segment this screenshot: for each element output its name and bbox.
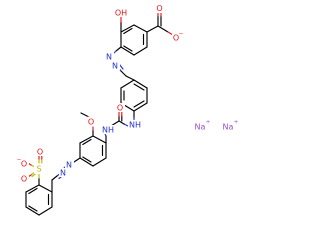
azo-n2-label: N xyxy=(112,62,118,71)
hydroxyl-label: OH xyxy=(115,9,127,18)
urea-o-label: O xyxy=(117,104,123,113)
salicylate-ring xyxy=(120,24,148,56)
sulfonate-charge: − xyxy=(17,158,22,164)
sulfonate-o1-label: O xyxy=(37,148,43,157)
sodium-ion-1-charge: + xyxy=(206,120,211,126)
sulfonate-s-label: S xyxy=(36,165,41,174)
methoxy-o-label: O xyxy=(88,118,94,127)
carbonyl-o-label: O xyxy=(156,4,162,13)
azo-n1-label: N xyxy=(106,53,112,62)
sodium-ion-1-label: Na xyxy=(195,123,206,132)
atom-labels: OH O O − N N NH O NH O N N S O O − O Na … xyxy=(17,4,239,184)
carboxylate-group xyxy=(146,10,174,36)
sodium-ion-2-label: Na xyxy=(223,123,234,132)
chemical-structure-diagram: OH O O − N N NH O NH O N N S O O − O Na … xyxy=(17,4,239,216)
sulfonate-o2-label: O xyxy=(21,160,27,169)
nh-left-label: NH xyxy=(102,126,114,135)
carboxylate-charge: − xyxy=(179,32,184,38)
azo-n3-label: N xyxy=(66,161,72,170)
sulfophenyl-ring xyxy=(25,184,53,216)
sodium-ion-2-charge: + xyxy=(234,120,239,126)
nh-right-label: NH xyxy=(129,121,141,130)
carboxylate-o-label: O xyxy=(173,34,179,43)
sulfonate-o3-label: O xyxy=(21,175,27,184)
azo-n4-label: N xyxy=(60,169,66,178)
methoxy-ring xyxy=(79,135,107,167)
azo-to-phenylene-bond xyxy=(125,75,135,81)
